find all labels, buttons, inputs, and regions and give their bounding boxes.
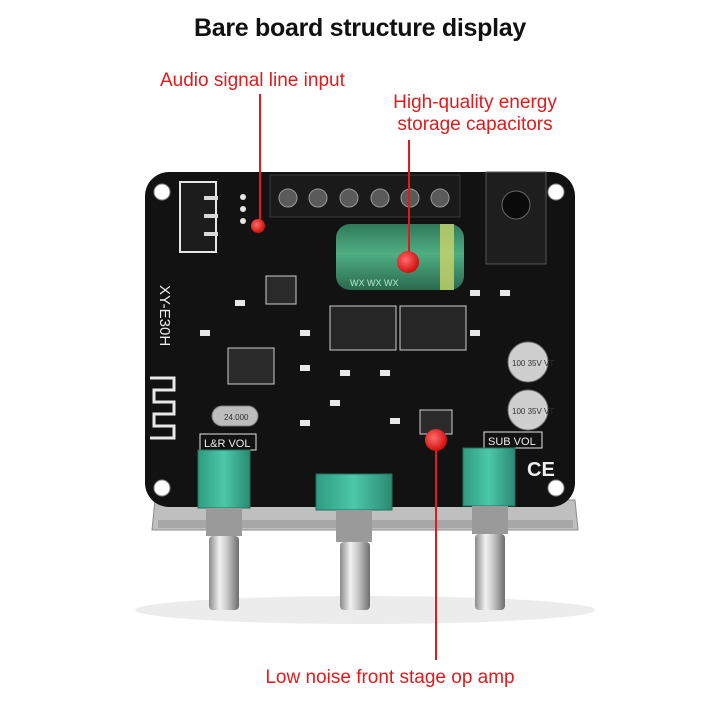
pad: [240, 206, 246, 212]
knob-mid: [340, 542, 370, 610]
callout-capacitors: High-quality energy storage capacitors: [370, 92, 580, 136]
smd-part: [470, 330, 480, 336]
callout-capacitors-line1: High-quality energy: [393, 92, 557, 113]
callout-marker-op-amp: [425, 429, 447, 451]
terminal-screw: [308, 188, 328, 208]
sub-vol-potentiometer: [462, 447, 516, 507]
callout-audio-input: Audio signal line input: [160, 70, 345, 91]
connector-pin: [204, 214, 218, 218]
terminal-screw: [339, 188, 359, 208]
smd-part: [300, 365, 310, 371]
speaker-terminal-block: [269, 174, 461, 218]
knob-right: [475, 534, 505, 610]
smd-part: [380, 370, 390, 376]
smd-part: [200, 330, 210, 336]
antenna-trace: [150, 376, 176, 440]
terminal-screw: [430, 188, 450, 208]
model-label: XY-E30H: [156, 285, 173, 346]
callout-marker-capacitor: [397, 251, 419, 273]
mounting-hole: [153, 183, 171, 201]
knob-shaft-left: [206, 508, 242, 536]
callout-marker-audio: [251, 219, 265, 233]
terminal-screw: [370, 188, 390, 208]
smd-part: [500, 290, 510, 296]
knob-left: [209, 536, 239, 610]
amplifier-chip-left: [329, 305, 397, 351]
mounting-hole: [153, 479, 171, 497]
sub-vol-label: SUB VOL: [488, 436, 536, 448]
smd-part: [340, 370, 350, 376]
pad: [240, 218, 246, 224]
smd-part: [300, 420, 310, 426]
capacitor-stripe: [440, 224, 454, 290]
capacitor-marking: WX WX WX: [350, 278, 399, 288]
ce-mark: CE: [527, 459, 555, 481]
cap-rating: 100 35V VT: [512, 407, 554, 416]
smd-part: [235, 300, 245, 306]
mounting-hole: [547, 183, 565, 201]
knob-shaft-mid: [336, 510, 372, 542]
smd-part: [330, 400, 340, 406]
callout-op-amp: Low noise front stage op amp: [265, 667, 515, 688]
regulator-chip: [265, 275, 297, 305]
cap-rating: 100 35V VT: [512, 359, 554, 368]
callout-capacitors-line2: storage capacitors: [397, 114, 553, 135]
connector-pin: [204, 196, 218, 200]
amplifier-chip-right: [399, 305, 467, 351]
small-capacitor: [507, 389, 549, 431]
page-title: Bare board structure display: [194, 14, 526, 42]
mounting-hole: [547, 479, 565, 497]
smd-part: [470, 290, 480, 296]
small-capacitor: [507, 341, 549, 383]
terminal-screw: [278, 188, 298, 208]
smd-part: [390, 418, 400, 424]
smd-chip: [227, 347, 275, 385]
mid-potentiometer: [315, 473, 393, 511]
knob-shaft-right: [472, 506, 508, 534]
connector-pin: [204, 232, 218, 236]
crystal-label: 24.000: [224, 413, 249, 422]
lr-vol-potentiometer: [197, 449, 251, 509]
pad: [240, 194, 246, 200]
dc-jack-hole: [501, 190, 531, 220]
smd-part: [300, 330, 310, 336]
crystal-oscillator: [211, 405, 259, 427]
lr-vol-label: L&R VOL: [204, 438, 250, 450]
